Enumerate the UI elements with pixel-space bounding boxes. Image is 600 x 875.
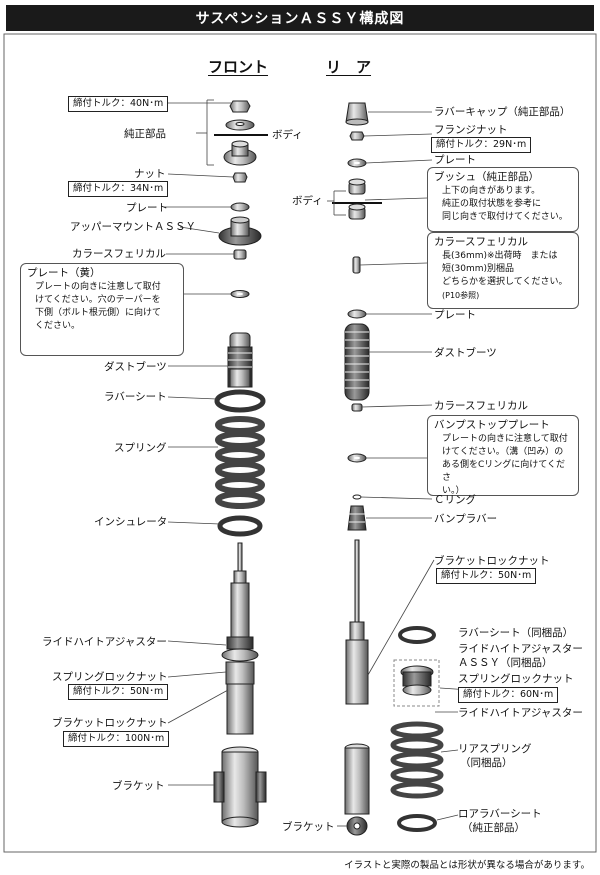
- rear-bracket-label: ブラケット: [282, 821, 335, 833]
- front-body-label: ボディ: [272, 129, 303, 141]
- rear-bush-note-body: 上下の向きがあります。 純正の取付状態を参考に 同じ向きで取付けてください。: [442, 186, 568, 222]
- rear-bump-note-body: プレートの向きに注意して取付 けてください。（溝（凹み）の ある側をCリングに向…: [442, 434, 568, 496]
- front-spring-label: スプリング: [114, 442, 167, 454]
- rear-shock: [345, 539, 369, 705]
- rear-body-label: ボディ: [292, 195, 323, 207]
- rear-lower-rubber-seat: [397, 814, 437, 832]
- rear-bush-lower: [348, 203, 366, 220]
- rear-c-ring-label: Ｃリング: [434, 494, 476, 506]
- rear-spring: [390, 721, 444, 799]
- front-insulator: [217, 515, 263, 537]
- front-spring-lock-label: スプリングロックナット: [52, 671, 168, 683]
- rear-torque-spring-lock: 締付トルク：60N･m: [458, 687, 559, 703]
- front-collar-label: カラースフェリカル: [72, 248, 166, 260]
- rear-bush-upper: [348, 178, 366, 195]
- front-plate: [230, 202, 250, 212]
- front-plate-note-body: プレートの向きに注意して取付 けてください。穴のテーパーを 下側（ボルト根元側）…: [35, 282, 162, 331]
- rear-spring-lock-label: スプリングロックナット: [458, 673, 574, 685]
- front-rubber-seat-label: ラバーシート: [104, 391, 167, 403]
- rear-spring-label2: （同梱品）: [460, 757, 513, 769]
- front-upper-mount: [218, 216, 262, 246]
- front-insulator-label: インシュレータ: [94, 516, 168, 528]
- front-shock: [221, 542, 259, 735]
- front-upper-mount-label: アッパーマウントＡＳＳＹ: [70, 221, 196, 233]
- front-collar: [233, 249, 247, 260]
- rear-flange-nut: [349, 131, 365, 141]
- rear-plate-top: [347, 158, 367, 168]
- rear-bump-note: バンプストッププレート プレートの向きに注意して取付 けてください。（溝（凹み）…: [427, 415, 579, 496]
- rear-ride-height-assy-label: ライドハイトアジャスター: [458, 643, 583, 655]
- rear-collar-note-ref: (P10参照): [442, 291, 480, 300]
- front-dust-boot: [227, 332, 253, 388]
- rear-bracket-lock-label: ブラケットロックナット: [434, 555, 550, 567]
- front-rubber-seat: [214, 389, 266, 413]
- front-torque-spring-lock: 締付トルク：50N･m: [68, 684, 169, 700]
- front-bracket: [213, 746, 267, 828]
- rear-torque-bracket-lock: 締付トルク：50N･m: [436, 568, 537, 584]
- rear-plate-top-label: プレート: [434, 154, 476, 166]
- disclaimer: イラストと実際の製品とは形状が異なる場合があります。: [344, 860, 590, 871]
- rear-collar-note: カラースフェリカル 長(36mm)※出荷時 または 短(30mm)別梱品 どちら…: [427, 232, 579, 309]
- rear-collar-note-body: 長(36mm)※出荷時 または 短(30mm)別梱品 どちらかを選択してください…: [442, 251, 568, 287]
- rear-bump-note-title: バンプストッププレート: [434, 419, 550, 431]
- front-plate-note: プレート（黄） プレートの向きに注意して取付 けてください。穴のテーパーを 下側…: [20, 263, 184, 356]
- rear-rubber-seat-label: ラバーシート（同梱品）: [458, 627, 574, 639]
- front-torque-nut: 締付トルク：34N･m: [68, 181, 169, 197]
- rear-bump-rubber: [347, 505, 367, 531]
- front-genuine-washer: [225, 119, 255, 131]
- rear-bush-note: ブッシュ（純正部品） 上下の向きがあります。 純正の取付状態を参考に 同じ向きで…: [427, 167, 579, 232]
- rear-c-ring: [352, 494, 362, 500]
- rear-header: リ ア: [326, 58, 372, 76]
- front-genuine-mount: [223, 140, 257, 166]
- rear-collar-note-title: カラースフェリカル: [434, 236, 528, 248]
- rear-flange-nut-label: フランジナット: [434, 124, 508, 136]
- rear-collar: [352, 256, 361, 274]
- front-bracket-label: ブラケット: [112, 780, 165, 792]
- front-top-nut: [229, 100, 251, 113]
- rear-ride-height-assy: [400, 665, 434, 696]
- front-plate-note-title: プレート（黄）: [27, 267, 101, 279]
- leader-lines: [164, 99, 471, 827]
- frame: [3, 33, 597, 853]
- rear-rubber-cap: [345, 102, 369, 126]
- rear-dust-boot: [344, 323, 370, 401]
- rear-torque-flange: 締付トルク：29N･m: [431, 137, 532, 153]
- rear-collar-lower: [351, 403, 363, 412]
- rear-ride-height-label: ライドハイトアジャスター: [458, 707, 583, 719]
- page-title: サスペンションＡＳＳＹ構成図: [6, 5, 594, 31]
- rear-collar-label: カラースフェリカル: [434, 400, 528, 412]
- front-header: フロント: [208, 58, 269, 76]
- rear-spring-label: リアスプリング: [458, 743, 532, 755]
- front-yellow-plate: [230, 290, 250, 298]
- rear-plate-label: プレート: [434, 309, 476, 321]
- rear-bump-plate: [347, 453, 367, 463]
- front-torque-top: 締付トルク：40N･m: [68, 96, 169, 112]
- rear-assy-dashed-box: [393, 659, 440, 707]
- front-genuine-parts-label: 純正部品: [124, 128, 166, 140]
- rear-bump-rubber-label: バンプラバー: [434, 513, 498, 525]
- rear-lower-seat-label: ロアラバーシート: [458, 808, 542, 820]
- rear-plate: [347, 309, 367, 319]
- rear-bracket: [344, 743, 370, 836]
- rear-rubber-seat: [398, 626, 436, 644]
- rear-lower-seat-label2: （純正部品）: [462, 822, 525, 834]
- rear-ride-height-assy-label2: ＡＳＳＹ（同梱品）: [458, 657, 553, 669]
- rear-rubber-cap-label: ラバーキャップ（純正部品）: [434, 106, 571, 118]
- rear-dust-boot-label: ダストブーツ: [434, 347, 497, 359]
- front-torque-bracket-lock: 締付トルク：100N･m: [63, 731, 170, 747]
- front-dust-boot-label: ダストブーツ: [104, 361, 167, 373]
- front-nut-label: ナット: [134, 168, 166, 180]
- rear-bush-note-title: ブッシュ（純正部品）: [434, 171, 539, 183]
- front-plate-label: プレート: [126, 202, 168, 214]
- front-ride-height-label: ライドハイトアジャスター: [42, 636, 167, 648]
- front-bracket-lock-label: ブラケットロックナット: [52, 717, 168, 729]
- front-nut: [232, 172, 248, 183]
- front-spring: [215, 416, 265, 509]
